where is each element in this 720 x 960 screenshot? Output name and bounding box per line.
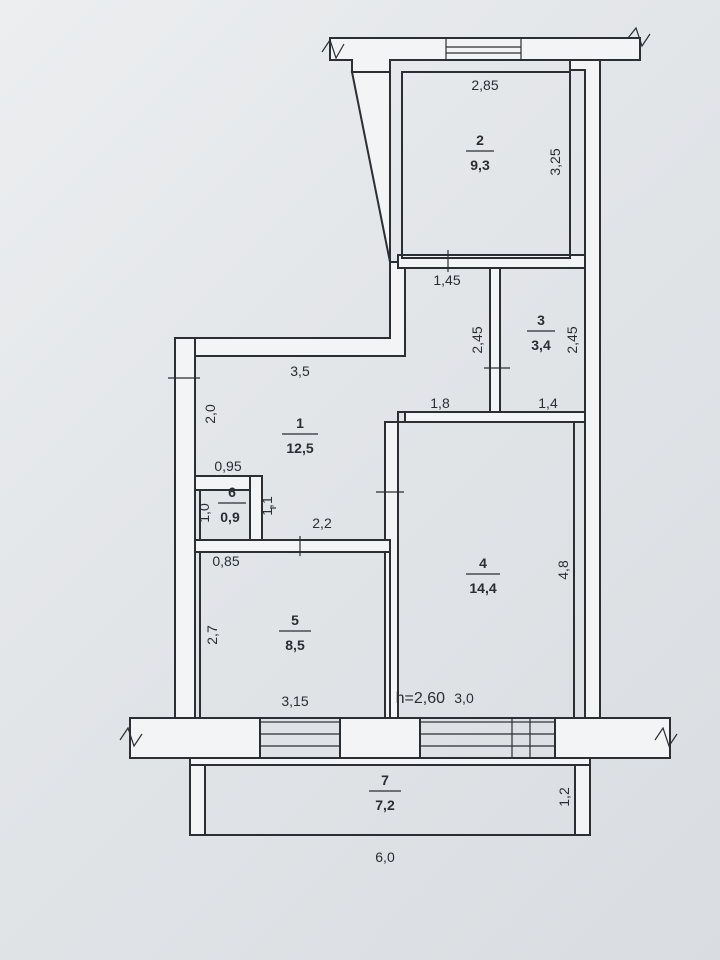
dim-r3-right: 2,45 — [564, 326, 580, 353]
room-6-number: 6 — [228, 484, 236, 500]
room-7-area: 7,2 — [375, 797, 395, 813]
room-2-number: 2 — [476, 132, 484, 148]
dim-r7-right: 1,2 — [556, 787, 572, 807]
room-labels: 2 9,3 3 3,4 1 12,5 6 0,9 4 14,4 5 8,5 7 … — [218, 132, 555, 813]
dim-r5-bottom: 3,15 — [281, 693, 308, 709]
dim-r1-top: 3,5 — [290, 363, 310, 379]
ceiling-height: h=2,60 — [396, 690, 445, 707]
dim-r4-bottom: 3,0 — [454, 690, 474, 706]
room-4-outline — [397, 421, 575, 719]
dim-r1-left: 2,0 — [202, 404, 218, 424]
room-7-number: 7 — [381, 772, 389, 788]
dim-r6-left: 1,0 — [196, 503, 212, 523]
dim-r2-top: 2,85 — [471, 77, 498, 93]
room-outlines — [195, 71, 586, 836]
room-2-outline — [401, 71, 571, 259]
dim-r6-top: 0,95 — [214, 458, 241, 474]
room-5-area: 8,5 — [285, 637, 305, 653]
break-marks — [119, 26, 678, 748]
dim-r7-bottom: 6,0 — [375, 849, 395, 865]
room-5-outline — [199, 551, 391, 719]
room-4-area: 14,4 — [469, 580, 496, 596]
dim-r1-bottom: 2,2 — [312, 515, 332, 531]
dim-r1-mid: 1,8 — [430, 395, 450, 411]
walls — [129, 37, 671, 836]
room-5-number: 5 — [291, 612, 299, 628]
room-2-area: 9,3 — [470, 157, 490, 173]
dim-r6-right: 1,1 — [259, 496, 275, 516]
dim-corridor-vertical: 2,45 — [469, 326, 485, 353]
room-1-outline — [195, 267, 491, 541]
room-1-area: 12,5 — [286, 440, 313, 456]
dimension-labels: 2,85 3,25 1,45 2,45 2,45 1,4 3,5 2,0 1,8… — [196, 77, 580, 865]
room-4-number: 4 — [479, 555, 487, 571]
room-6-area: 0,9 — [220, 509, 240, 525]
dim-r3-bottom: 1,4 — [538, 395, 558, 411]
room-1-number: 1 — [296, 415, 304, 431]
dim-r4-right: 4,8 — [555, 560, 571, 580]
room-6-outline — [199, 489, 251, 541]
dim-r5-left: 2,7 — [204, 625, 220, 645]
windows — [259, 37, 556, 759]
room-3-area: 3,4 — [531, 337, 551, 353]
dim-r2-right: 3,25 — [547, 148, 563, 175]
room-3-outline — [499, 267, 586, 413]
dim-r2-bottom: 1,45 — [433, 272, 460, 288]
door-marks — [168, 250, 510, 556]
room-3-number: 3 — [537, 312, 545, 328]
dim-r6-bottom: 0,85 — [212, 553, 239, 569]
room-7-outline — [204, 764, 576, 836]
